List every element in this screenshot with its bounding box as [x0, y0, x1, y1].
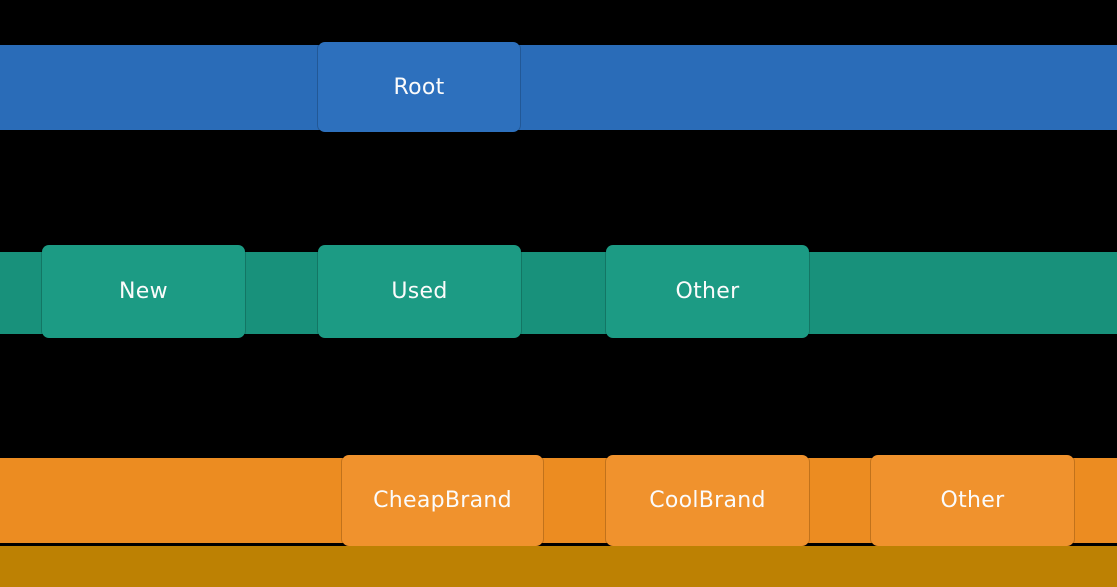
level4-partial-bar — [0, 546, 1117, 587]
node-root[interactable]: Root — [318, 42, 520, 132]
level1-strip — [0, 45, 1117, 130]
node-coolbrand[interactable]: CoolBrand — [606, 455, 809, 546]
node-coolbrand-label: CoolBrand — [649, 488, 766, 513]
node-other-level3-label: Other — [940, 488, 1005, 513]
node-used-label: Used — [391, 279, 448, 304]
node-other-level3[interactable]: Other — [871, 455, 1074, 546]
node-other-level2[interactable]: Other — [606, 245, 809, 338]
node-cheapbrand-label: CheapBrand — [373, 488, 512, 513]
node-new-label: New — [119, 279, 168, 304]
node-other-level2-label: Other — [675, 279, 740, 304]
node-cheapbrand[interactable]: CheapBrand — [342, 455, 543, 546]
node-used[interactable]: Used — [318, 245, 521, 338]
node-root-label: Root — [393, 74, 445, 100]
node-new[interactable]: New — [42, 245, 245, 338]
